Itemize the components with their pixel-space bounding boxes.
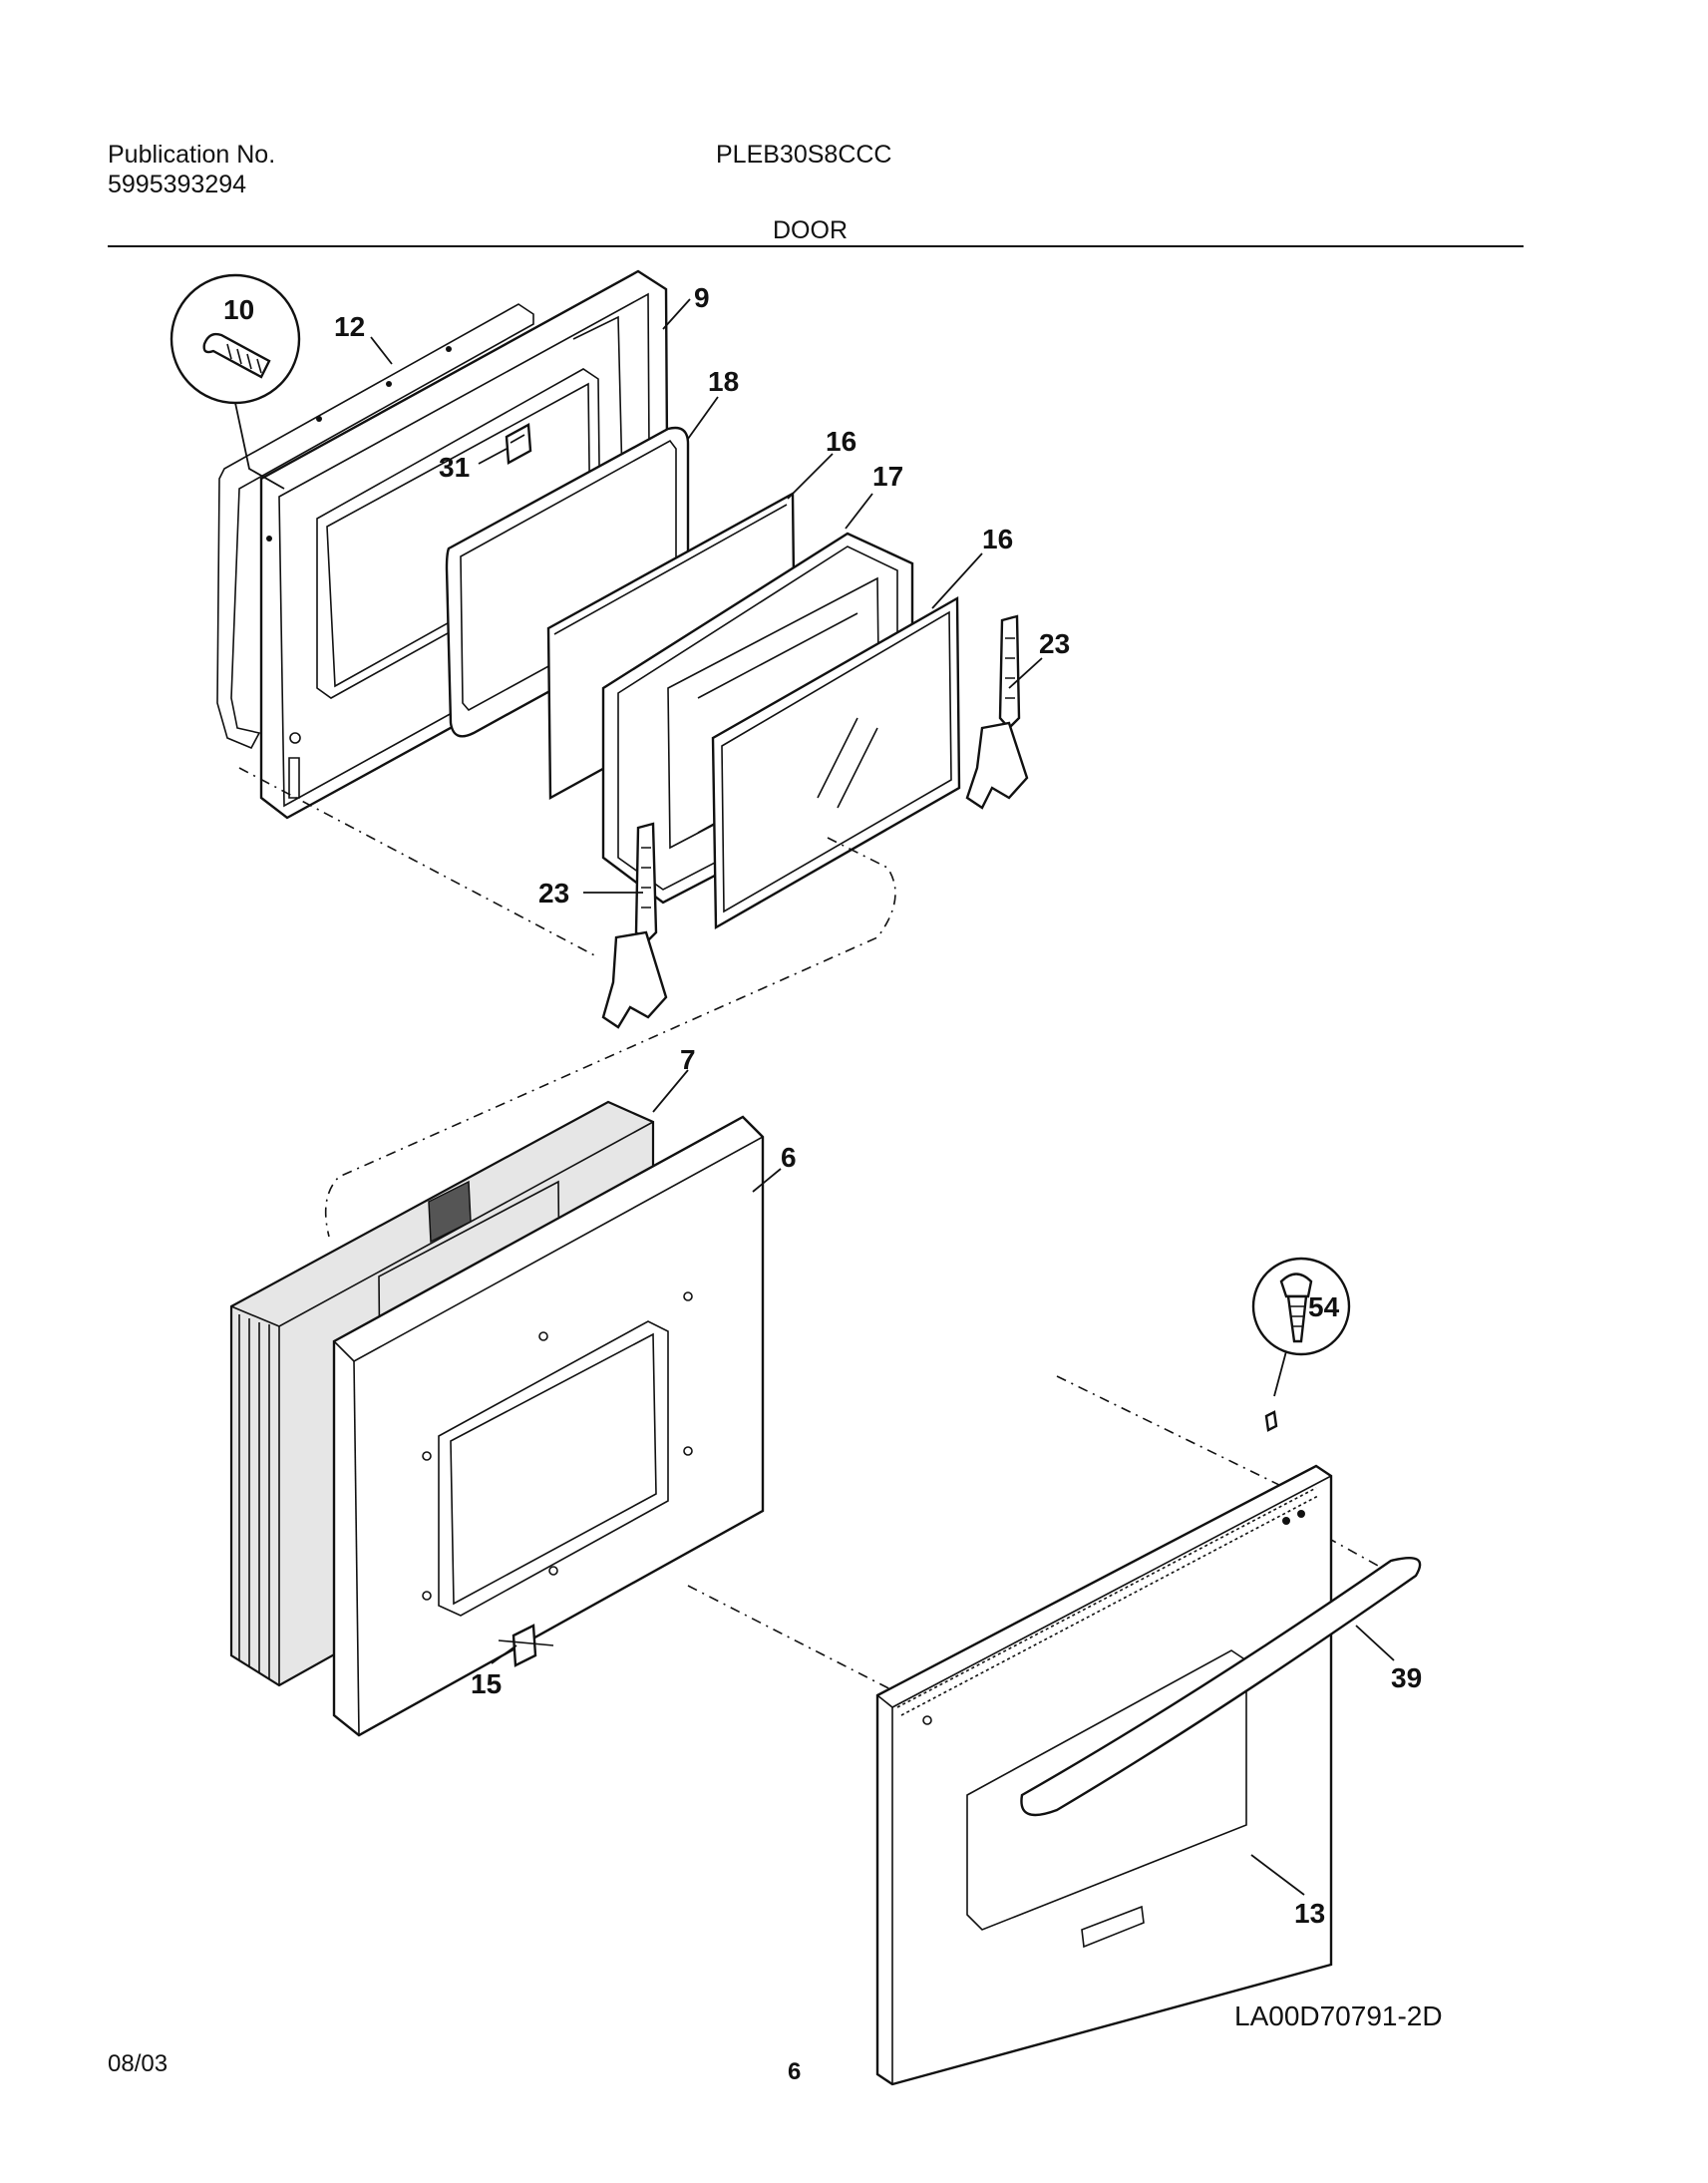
door-gasket-wire [216,303,534,750]
callout-16-outer: 16 [982,524,1013,554]
diagram-code: LA00D70791-2D [1234,2001,1443,2031]
publication-label: Publication No. [108,141,276,169]
door-stop-bracket [498,1624,554,1667]
callout-31: 31 [439,452,470,483]
door-handle [1020,1556,1422,1817]
section-title: DOOR [773,216,848,244]
callout-39: 39 [1391,1662,1422,1693]
callout-23-left: 23 [538,878,569,909]
callout-15: 15 [471,1668,502,1699]
screw-callout-10 [170,273,301,490]
callout-7: 7 [680,1044,696,1075]
outer-glass-pane [711,595,961,930]
callout-16-inner: 16 [826,426,856,457]
callout-13: 13 [1294,1898,1325,1929]
callout-18: 18 [708,366,739,397]
door-hinge-right [965,614,1029,810]
page-number: 6 [788,2058,802,2085]
hinge-receptacle [505,423,532,465]
footer-date: 08/03 [108,2050,169,2077]
door-hinge-left [601,822,668,1029]
header-rule [108,245,1524,247]
door-liner [332,1115,765,1737]
callout-54: 54 [1308,1291,1340,1322]
screw-callout-54 [1251,1257,1351,1432]
callout-12: 12 [334,311,365,342]
callout-6: 6 [781,1142,797,1173]
callout-10: 10 [223,294,254,325]
model-number: PLEB30S8CCC [716,141,892,169]
callout-23-right: 23 [1039,628,1070,659]
callout-9: 9 [694,282,710,313]
callout-17: 17 [872,461,903,492]
publication-number: 5995393294 [108,171,247,198]
